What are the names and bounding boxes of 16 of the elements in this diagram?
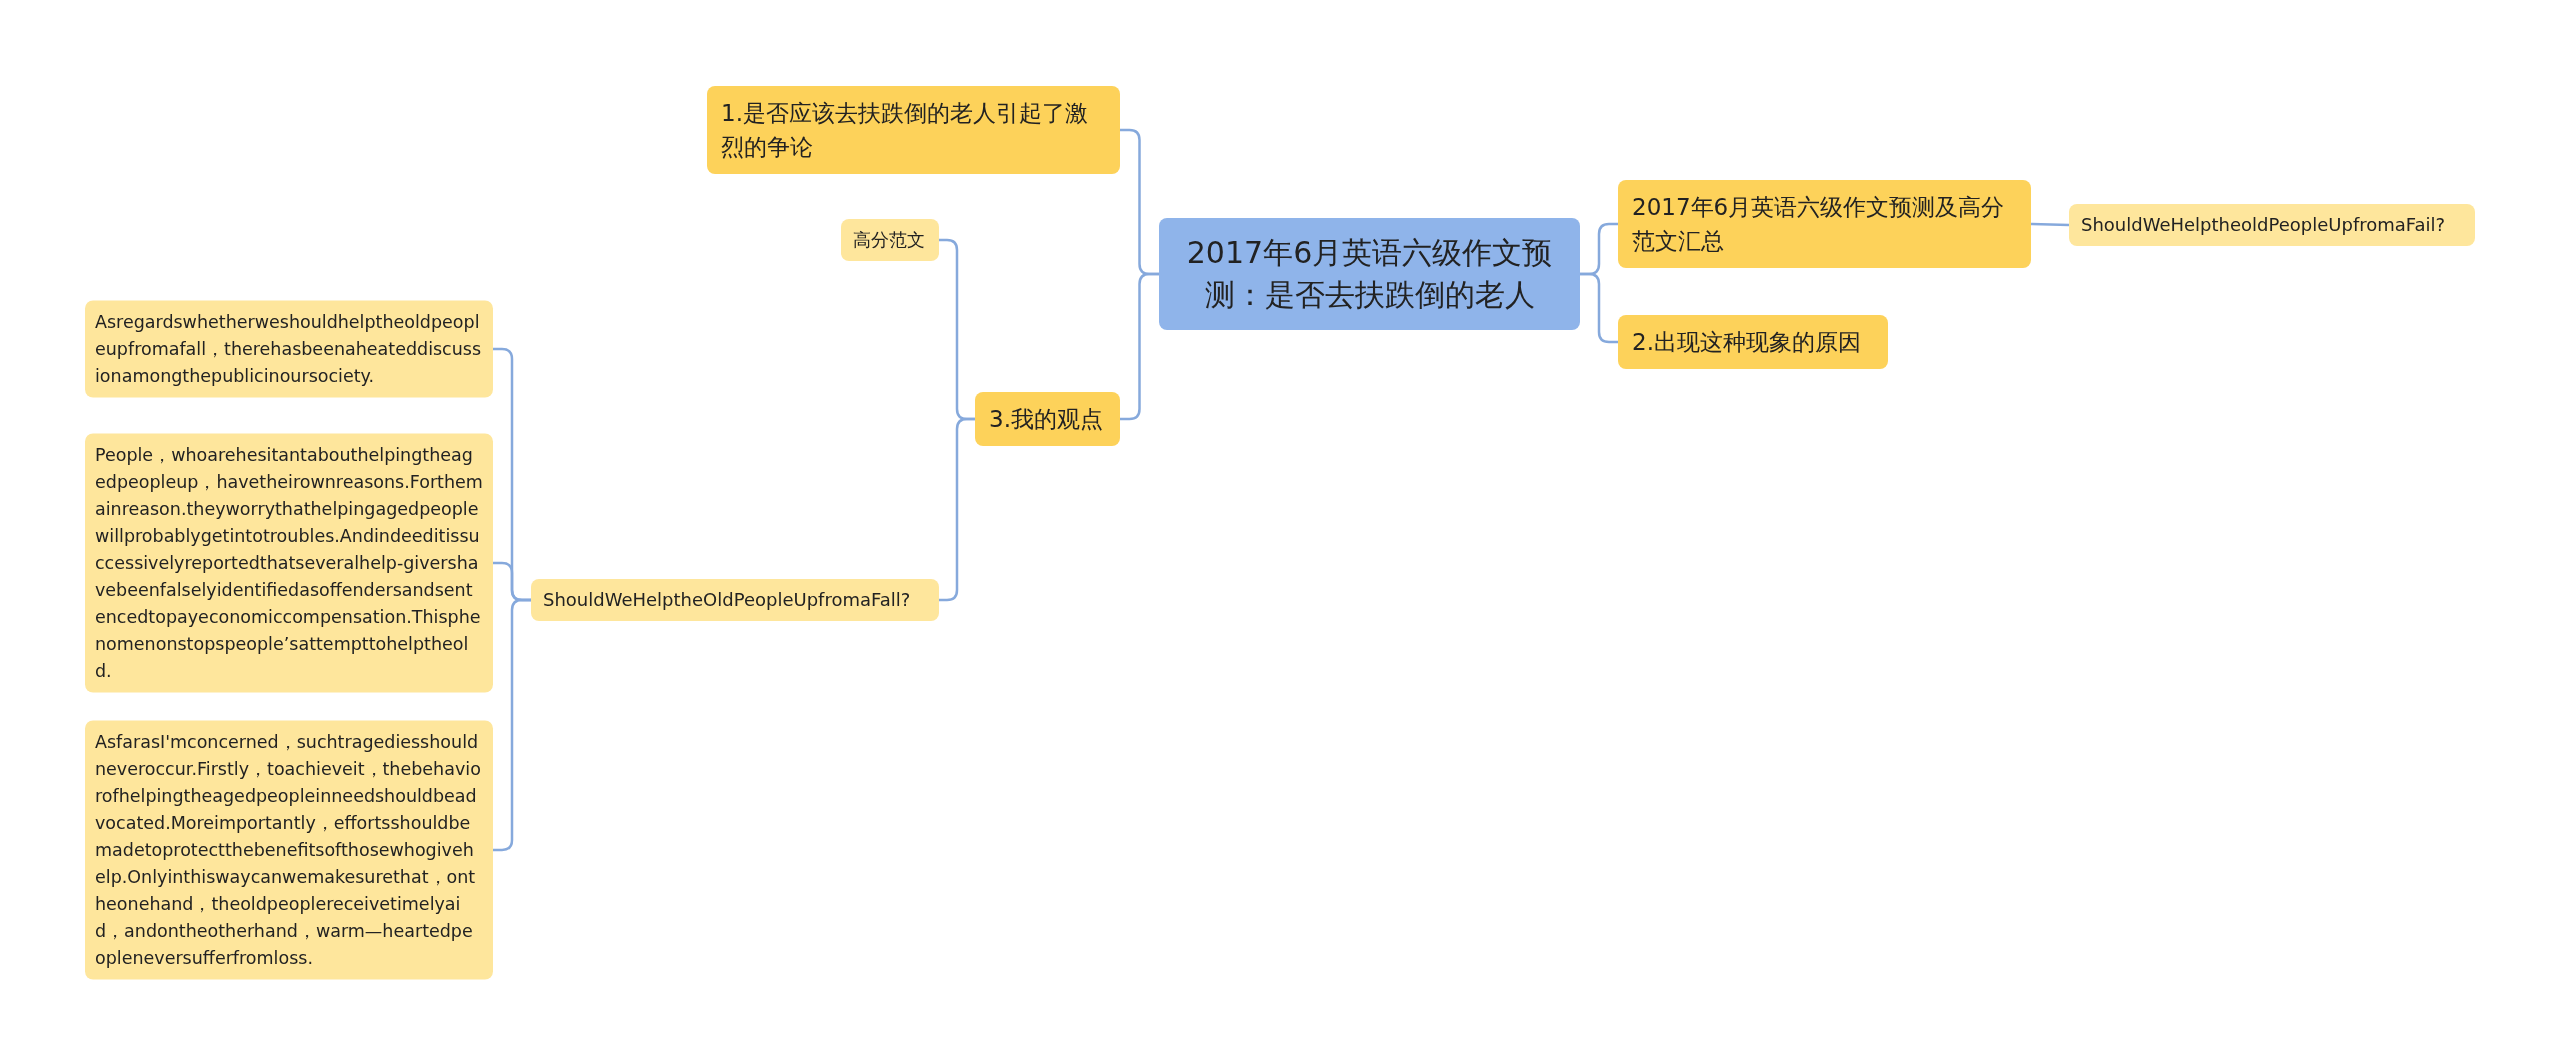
topic-box: 1.是否应该去扶跌倒的老人引起了激烈的争论 <box>707 86 1120 174</box>
topic-box: 2017年6月英语六级作文预测及高分范文汇总 <box>1618 180 2031 268</box>
subtopic-box: 高分范文 <box>841 219 939 261</box>
connector-line <box>1120 272 1159 421</box>
topic-box: 2.出现这种现象的原因 <box>1618 315 1888 369</box>
topic-box: 3.我的观点 <box>975 392 1120 446</box>
connector-line <box>939 417 975 602</box>
paragraph-box: People，whoarehesitantabouthelpingtheagedpeopleup，havetheirownreasons.Forthemainreason.theyworrythathelpingagedpeoplewillprobablygetintotroubles.Andindeeditissuccessivelyreportedthatseveralhelp-givershavebeenfalselyidentifiedasoffendersandsentencedtopayeconomiccompensation.Thisphenomenonstopspeople’sattempttohelptheold. <box>85 433 493 693</box>
paragraph-box: Asregardswhetherweshouldhelptheoldpeopleupfromafall，therehasbeenaheateddiscussionamongthepublicinoursociety. <box>85 300 493 398</box>
connector-line <box>493 598 531 852</box>
paragraph-box: AsfarasI'mconcerned，suchtragediesshouldneveroccur.Firstly，toachieveit，thebehaviorofhelpingtheagedpeopleinneedshouldbeadvocated.Moreimportantly，effortsshouldbemadetoprotectthebenefitsofthosewhogivehelp.Onlyinthiswaycanwemakesurethat，ontheonehand，theoldpeoplereceivetimelyaid，andontheotherhand，warm—heartedpeopleneversufferfromloss. <box>85 720 493 980</box>
connector-line <box>1580 272 1618 344</box>
subtopic-box: ShouldWeHelptheoldPeopleUpfromaFail? <box>2069 204 2475 246</box>
connector-line <box>2030 222 2070 227</box>
central-topic-box: 2017年6月英语六级作文预测：是否去扶跌倒的老人 <box>1159 218 1580 330</box>
subtopic-box: ShouldWeHelptheOldPeopleUpfromaFall? <box>531 579 939 621</box>
